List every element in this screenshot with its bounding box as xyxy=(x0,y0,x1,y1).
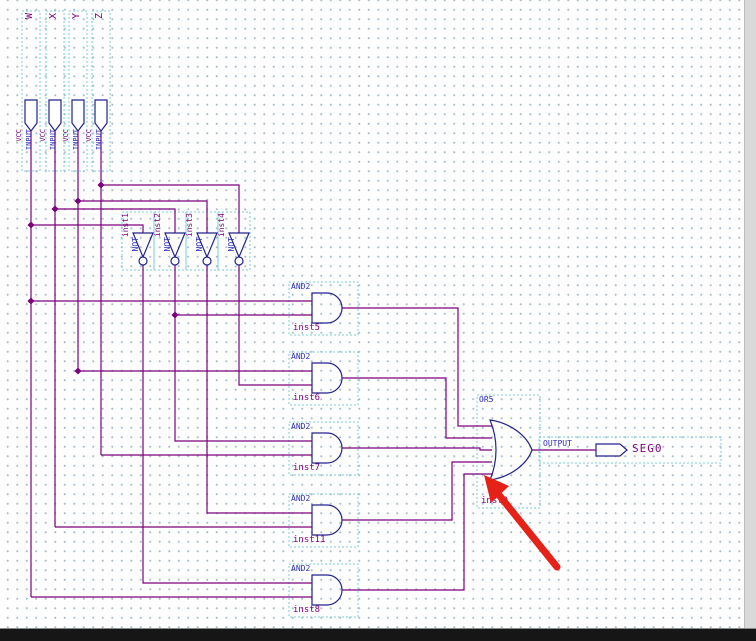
not3-instance-label[interactable]: inst3 xyxy=(185,213,194,238)
not-gate-1[interactable] xyxy=(132,232,154,266)
not-gate-bubble xyxy=(138,256,148,266)
wire-not2-out[interactable] xyxy=(174,265,312,442)
input-name-x[interactable]: X xyxy=(48,13,59,20)
input-pin-symbol-x[interactable] xyxy=(48,99,62,132)
input-pins[interactable] xyxy=(24,99,108,132)
selection-box-input-y xyxy=(68,10,88,172)
wire-input-w[interactable] xyxy=(30,131,312,598)
schematic-canvas[interactable]: W X Y Z VCC VCC VCC VCC INPUT INPUT INPU… xyxy=(0,0,744,628)
selection-box-input-w xyxy=(21,10,41,172)
input-type-label: INPUT xyxy=(72,129,80,151)
selection-box-not1 xyxy=(121,211,155,271)
wire-and1-to-or[interactable] xyxy=(342,307,492,427)
and1-type-label: AND2 xyxy=(291,282,311,291)
selection-box-and5 xyxy=(288,563,359,618)
and-gate-5[interactable] xyxy=(311,574,343,606)
and5-type-label: AND2 xyxy=(291,564,311,573)
selection-box-or xyxy=(476,394,541,509)
wire-and5-to-or[interactable] xyxy=(342,473,492,591)
selection-box-and4 xyxy=(288,493,359,548)
wire-not1-out[interactable] xyxy=(142,265,312,584)
junction-dot xyxy=(74,197,82,205)
input-default-value: VCC xyxy=(39,129,47,142)
not-gate-4[interactable] xyxy=(228,232,250,266)
selection-boxes xyxy=(21,10,722,618)
right-scrollbar-area[interactable] xyxy=(744,0,756,628)
not-gate-bubble xyxy=(202,256,212,266)
input-type-label: INPUT xyxy=(25,129,33,151)
selection-box-and2 xyxy=(288,351,359,406)
and-gate-4[interactable] xyxy=(311,504,343,536)
not-gate-bubble xyxy=(170,256,180,266)
junction-dot xyxy=(27,297,35,305)
not4-type-label: NOT xyxy=(227,237,236,252)
and2-instance-label[interactable]: inst6 xyxy=(293,393,321,403)
junction-dot xyxy=(74,367,82,375)
not-gate-body[interactable] xyxy=(164,232,186,259)
junction-dots xyxy=(27,181,179,375)
not-gate-body[interactable] xyxy=(228,232,250,259)
input-type-label: INPUT xyxy=(49,129,57,151)
and3-instance-label[interactable]: inst7 xyxy=(293,463,321,473)
wire-input-y[interactable] xyxy=(77,131,312,372)
output-pin-symbol[interactable] xyxy=(595,443,628,457)
and1-instance-label[interactable]: inst5 xyxy=(293,323,321,333)
not-gate-body[interactable] xyxy=(196,232,218,259)
wire-and4-to-or[interactable] xyxy=(342,461,492,521)
not4-instance-label[interactable]: inst4 xyxy=(217,213,226,238)
wire-input-x[interactable] xyxy=(54,131,312,528)
and-gate-3[interactable] xyxy=(311,432,343,464)
schematic-drawing xyxy=(21,10,722,618)
junction-dot xyxy=(51,205,59,213)
selection-box-input-x xyxy=(45,10,65,172)
junction-dot xyxy=(97,181,105,189)
and-gate-1[interactable] xyxy=(311,292,343,324)
or-gate[interactable] xyxy=(489,419,533,481)
wires[interactable] xyxy=(30,131,596,598)
input-default-value: VCC xyxy=(15,129,23,142)
selection-box-not2 xyxy=(153,211,187,271)
not-gate-body[interactable] xyxy=(132,232,154,259)
input-type-label: INPUT xyxy=(95,129,103,151)
wire-and2-to-or[interactable] xyxy=(342,377,492,439)
not3-type-label: NOT xyxy=(195,237,204,252)
selection-box-not4 xyxy=(217,211,251,271)
selection-box-and3 xyxy=(288,421,359,476)
wire-not3-out[interactable] xyxy=(206,265,312,514)
or-instance-label[interactable]: inst9 xyxy=(481,496,509,506)
and2-type-label: AND2 xyxy=(291,352,311,361)
and3-type-label: AND2 xyxy=(291,422,311,431)
selection-box-not3 xyxy=(185,211,219,271)
not2-type-label: NOT xyxy=(163,237,172,252)
input-pin-symbol-w[interactable] xyxy=(24,99,38,132)
not-gate-3[interactable] xyxy=(196,232,218,266)
and4-instance-label[interactable]: inst11 xyxy=(293,535,326,545)
input-pin-symbol-y[interactable] xyxy=(71,99,85,132)
output-name[interactable]: SEG0 xyxy=(632,442,663,455)
window-bottom-edge xyxy=(0,628,756,641)
input-default-value: VCC xyxy=(62,129,70,142)
not2-instance-label[interactable]: inst2 xyxy=(153,213,162,238)
selection-box-input-z xyxy=(91,10,111,172)
input-name-w[interactable]: W xyxy=(24,13,35,20)
not1-type-label: NOT xyxy=(131,237,140,252)
wire-not4-out[interactable] xyxy=(238,265,312,386)
and4-type-label: AND2 xyxy=(291,494,311,503)
not1-instance-label[interactable]: inst1 xyxy=(121,213,130,238)
wire-and3-to-or[interactable] xyxy=(342,447,492,451)
not-gate-2[interactable] xyxy=(164,232,186,266)
input-default-value: VCC xyxy=(85,129,93,142)
output-type-label: OUTPUT xyxy=(543,439,572,448)
selection-box-and1 xyxy=(288,281,359,336)
junction-dot xyxy=(27,221,35,229)
input-name-z[interactable]: Z xyxy=(94,13,105,20)
input-name-y[interactable]: Y xyxy=(71,13,82,20)
junction-dot xyxy=(171,311,179,319)
and-gate-2[interactable] xyxy=(311,362,343,394)
not-gate-bubble xyxy=(234,256,244,266)
and5-instance-label[interactable]: inst8 xyxy=(293,605,321,615)
or-type-label: OR5 xyxy=(479,395,494,404)
input-pin-symbol-z[interactable] xyxy=(94,99,108,132)
